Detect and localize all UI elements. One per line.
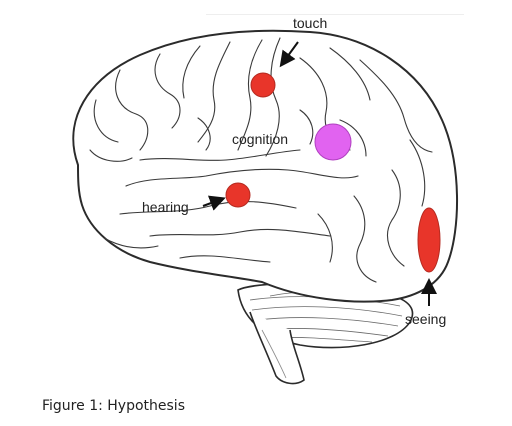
figure-caption: Figure 1: Hypothesis	[42, 398, 185, 414]
seeing-region	[417, 207, 441, 273]
hearing-region	[225, 182, 251, 208]
cerebrum	[72, 29, 459, 303]
brain-stem	[249, 311, 305, 385]
hearing-arrow	[202, 195, 226, 211]
hearing-label: hearing	[142, 199, 189, 215]
seeing-label: seeing	[405, 311, 446, 327]
touch-arrow	[279, 41, 299, 68]
touch-label: touch	[293, 15, 327, 31]
cognition-label: cognition	[232, 131, 288, 147]
top-divider	[206, 14, 464, 15]
brain-folds	[89, 37, 433, 283]
cognition-region	[314, 123, 352, 161]
touch-region	[250, 72, 276, 98]
